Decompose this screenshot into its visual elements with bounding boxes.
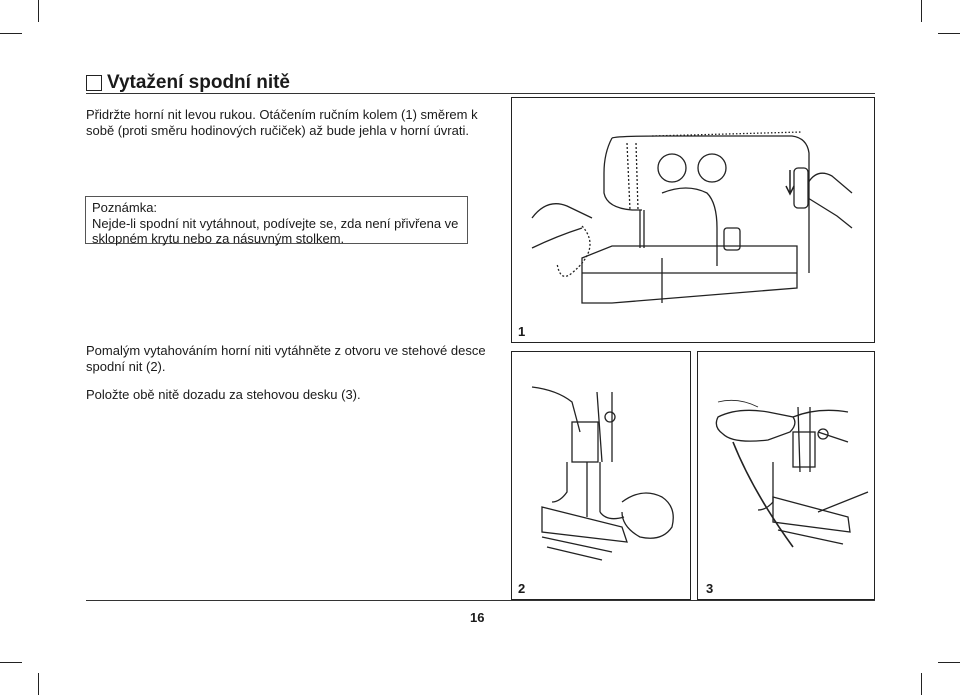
- crop-mark: [921, 673, 922, 695]
- crop-mark: [38, 673, 39, 695]
- figure-label: 2: [518, 581, 526, 596]
- footer-rule: [86, 600, 875, 601]
- page-number: 16: [470, 610, 485, 625]
- note-line: sklopném krytu nebo za násuvným stolkem.: [92, 231, 345, 246]
- note-line: Nejde-li spodní nit vytáhnout, podívejte…: [92, 215, 459, 231]
- crop-mark: [0, 662, 22, 663]
- figure-label: 3: [706, 581, 714, 596]
- figure-3: 3: [697, 351, 875, 600]
- checkbox-square-icon: [86, 75, 102, 91]
- presser-foot-thread-pull-icon: [531, 386, 674, 561]
- figure-label: 1: [518, 324, 526, 339]
- figure-2: 2: [511, 351, 691, 600]
- sewing-machine-handwheel-icon: [531, 131, 853, 304]
- note-box: Poznámka: Nejde-li spodní nit vytáhnout,…: [85, 196, 468, 246]
- crop-mark: [0, 33, 22, 34]
- threads-back-icon: [715, 399, 869, 548]
- section-title-text: Vytažení spodní nitě: [107, 72, 290, 93]
- note-heading: Poznámka:: [92, 200, 158, 215]
- paragraph-line: Pomalým vytahováním horní niti vytáhněte…: [86, 343, 486, 358]
- paragraph-line: spodní nit (2).: [86, 359, 166, 374]
- crop-mark: [38, 0, 39, 22]
- paragraph-line: Přidržte horní nit levou rukou. Otáčením…: [86, 107, 478, 122]
- paragraph-line: Položte obě nitě dozadu za stehovou desk…: [86, 387, 361, 402]
- paragraph-line: sobě (proti směru hodinových ručiček) až…: [86, 123, 469, 138]
- section-title: Vytažení spodní nitě: [86, 72, 290, 94]
- figure-1: 1: [511, 97, 875, 343]
- crop-mark: [921, 0, 922, 22]
- crop-mark: [938, 33, 960, 34]
- title-rule: [86, 93, 875, 94]
- crop-mark: [938, 662, 960, 663]
